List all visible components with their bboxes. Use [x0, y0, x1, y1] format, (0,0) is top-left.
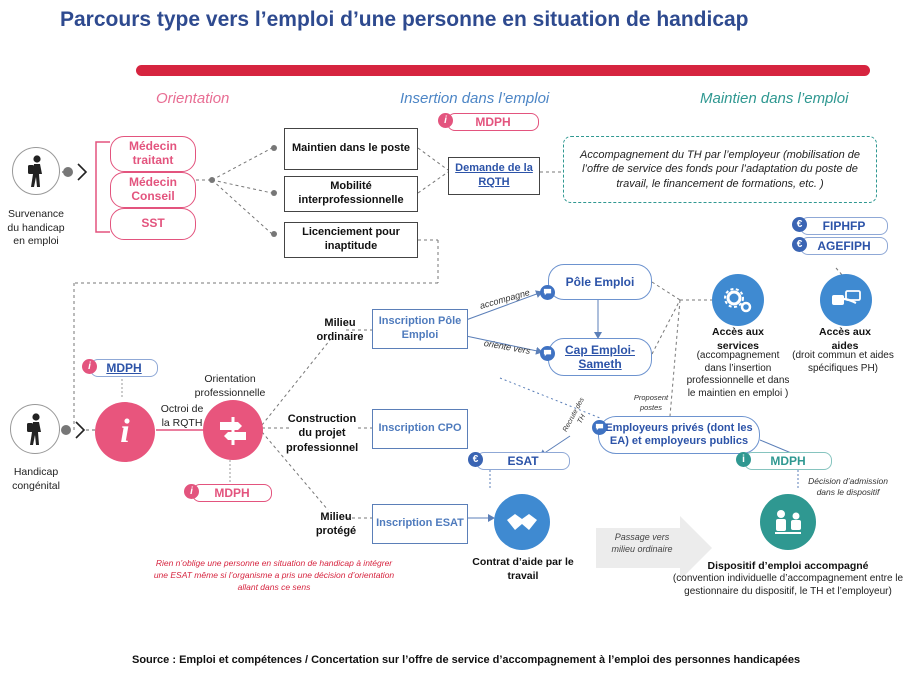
mdph-tag-bottom: MDPH [192, 484, 272, 502]
info-badge-left: i [82, 359, 97, 374]
dispositif-title: Dispositif d’emploi accompagné [707, 560, 869, 572]
octroi-rqth-label: Octroi de la RQTH [160, 403, 204, 429]
doctor-medecin-conseil: Médecin Conseil [110, 172, 196, 208]
chat-bubble-icon [592, 420, 607, 435]
orientation-pro-label: Orientation professionnelle [194, 373, 266, 399]
mdph-left-text: MDPH [106, 361, 142, 375]
chat-bubble-icon [540, 285, 555, 300]
employer-support-box: Accompagnement du TH par l’employeur (mo… [563, 136, 877, 203]
page-title: Parcours type vers l’emploi d’une person… [60, 8, 749, 31]
arrow-label-proposent: Proposent postes [633, 393, 669, 412]
contrat-label: Contrat d’aide par le travail [472, 556, 574, 582]
option-licenciement: Licenciement pour inaptitude [284, 222, 418, 258]
pole-emploi-node: Pôle Emploi [548, 264, 652, 300]
passage-arrow [596, 516, 712, 580]
walking-person-icon [10, 404, 60, 454]
mdph-tag-right: MDPH [744, 452, 832, 470]
info-circle-icon: i [95, 402, 155, 462]
fund-fiphfp: FIPHFP [800, 217, 888, 235]
phase-maintien: Maintien dans l’emploi [700, 90, 849, 107]
counseling-icon [760, 494, 816, 550]
phase-orientation: Orientation [156, 90, 230, 107]
cap-emploi-link[interactable]: Cap Emploi-Sameth [564, 342, 635, 371]
euro-icon-agefiph: € [792, 237, 807, 252]
survenance-connectors [58, 141, 110, 233]
esat-tag-icon: € [468, 452, 483, 467]
mdph-tag-left: MDPH [90, 359, 158, 377]
arrow-label-passage: Passage vers milieu ordinaire [611, 532, 673, 554]
gears-icon [712, 274, 764, 326]
handshake-icon [494, 494, 550, 550]
signpost-icon [203, 400, 263, 460]
option-mobilite: Mobilité interprofessionnelle [284, 176, 418, 212]
employeurs-node: Employeurs privés (dont les EA) et emplo… [598, 416, 760, 454]
doctor-medecin-traitant: Médecin traitant [110, 136, 196, 172]
inscription-cpo: Inscription CPO [372, 409, 468, 449]
fund-agefiph: AGEFIPH [800, 237, 888, 255]
esat-tag: ESAT [476, 452, 570, 470]
congenital-connectors [58, 375, 231, 482]
cap-emploi-node: Cap Emploi-Sameth [548, 338, 652, 376]
congenital-label: Handicap congénital [12, 466, 60, 492]
operators-to-services [651, 267, 851, 417]
acces-aides-detail: (droit commun et aides spécifiques PH) [792, 350, 894, 374]
acces-aides-title: Accès aux aides [819, 326, 871, 352]
rqth-request-box[interactable]: Demande de la RQTH [448, 157, 540, 195]
option-maintien-poste: Maintien dans le poste [284, 128, 418, 170]
phase-insertion: Insertion dans l’emploi [400, 90, 550, 107]
milieu-protege-label: Milieu protégé [315, 511, 357, 538]
connector-dots [209, 145, 277, 237]
orientation-to-milieux [261, 329, 372, 519]
projet-pro-label: Construction du projet professionnel [286, 413, 359, 454]
mdph-tag-top: MDPH [447, 113, 539, 131]
walking-person-icon [12, 147, 60, 195]
mdph-right-icon: i [736, 452, 751, 467]
info-circle-glyph: i [120, 413, 130, 450]
chat-bubble-icon [540, 346, 555, 361]
inscription-esat: Inscription ESAT [372, 504, 468, 544]
doctor-sst: SST [110, 208, 196, 240]
handshake-money-icon [820, 274, 872, 326]
arrow-label-admission: Décision d’admission dans le dispositif [808, 476, 888, 498]
euro-icon-fiphfp: € [792, 217, 807, 232]
options-to-rqth [73, 147, 562, 430]
survenance-label: Survenance du handicap en emploi [7, 208, 65, 248]
rqth-request-link[interactable]: Demande de la RQTH [455, 162, 533, 188]
acces-services-title: Accès aux services [712, 326, 764, 352]
timeline-bar [136, 65, 870, 76]
dispositif-detail: (convention individuelle d’accompagnemen… [672, 573, 904, 597]
acces-services-detail: (accompagnement dans l’insertion profess… [686, 350, 790, 399]
info-badge-top: i [438, 113, 453, 128]
source-line: Source : Emploi et compétences / Concert… [132, 654, 801, 666]
doctors-to-options [196, 147, 273, 235]
milieu-ordinaire-label: Milieu ordinaire [316, 317, 364, 344]
inscription-pole-emploi: Inscription Pôle Emploi [372, 309, 468, 349]
info-badge-bottom: i [184, 484, 199, 499]
esat-note: Rien n’oblige une personne en situation … [153, 558, 395, 592]
inscription-to-operators [465, 290, 602, 522]
